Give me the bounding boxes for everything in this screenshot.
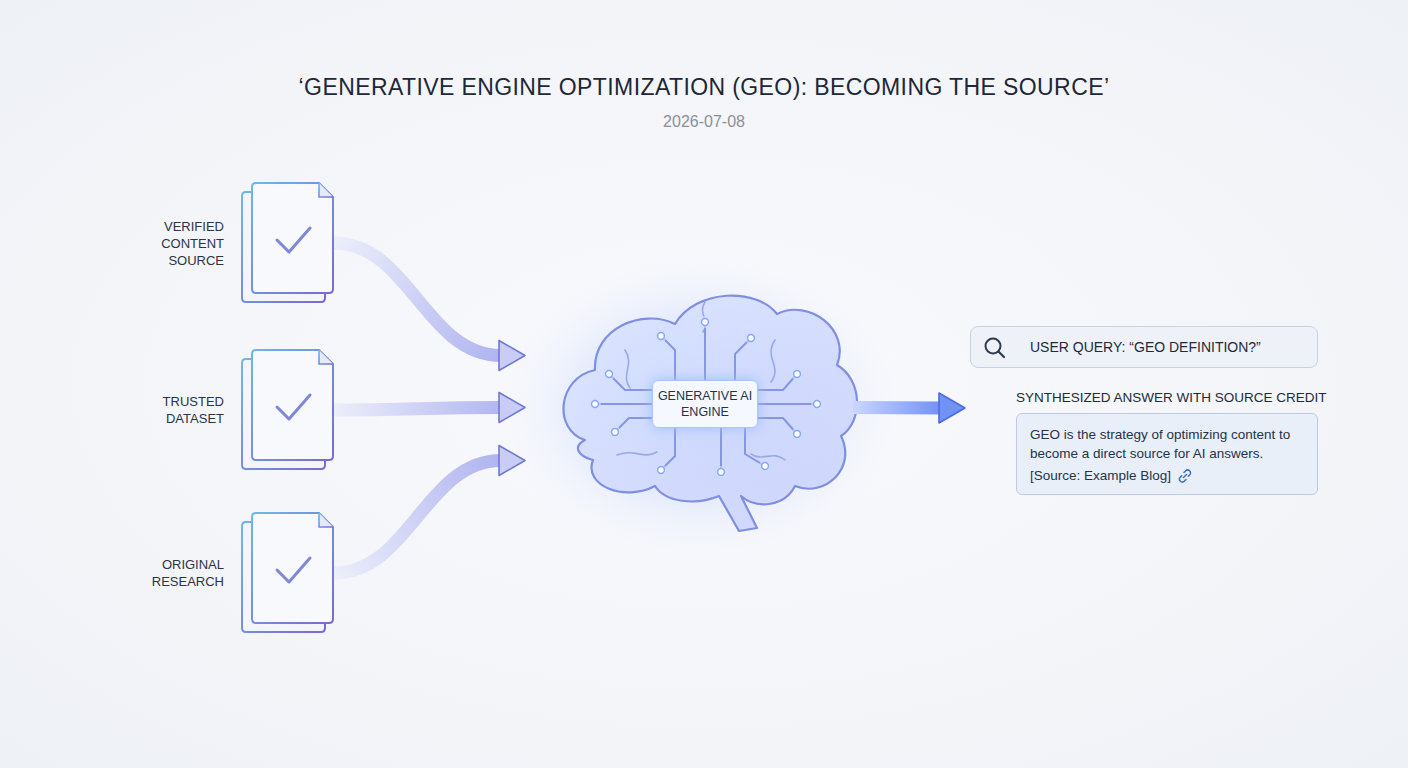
brain-outline xyxy=(563,296,857,531)
source-document: ORIGINAL RESEARCH xyxy=(242,513,334,633)
arrow-band xyxy=(334,243,501,356)
answer-box: SYNTHESIZED ANSWER WITH SOURCE CREDITGEO… xyxy=(965,385,1318,495)
circuit-dot xyxy=(612,429,619,436)
arrow-head xyxy=(499,446,525,476)
arrow-band xyxy=(853,401,941,415)
front-page xyxy=(252,350,333,460)
node-label: ORIGINAL RESEARCH xyxy=(148,556,224,590)
node-label: TRUSTED DATASET xyxy=(148,393,224,427)
document-icon xyxy=(242,183,334,303)
arrow-band xyxy=(334,461,501,574)
circuit-dot xyxy=(794,431,801,438)
arrow-head xyxy=(499,393,525,423)
source-credit: [Source: Example Blog] xyxy=(1030,467,1171,485)
document-icon xyxy=(242,513,334,633)
front-page xyxy=(252,513,333,623)
flow-arrow xyxy=(334,243,525,371)
source-document: TRUSTED DATASET xyxy=(242,350,334,470)
node-glow xyxy=(603,368,615,380)
arrow-head xyxy=(939,393,965,423)
node-glow xyxy=(589,398,601,410)
page-fold xyxy=(319,183,333,197)
node-label: GENERATIVE AI ENGINE xyxy=(652,380,758,428)
front-page xyxy=(252,183,333,293)
check-mark xyxy=(277,395,310,419)
node-label: USER QUERY: “GEO DEFINITION?” xyxy=(1030,338,1261,356)
circuit-trace xyxy=(758,403,817,405)
circuit-dot xyxy=(748,335,755,342)
node-glow xyxy=(811,398,823,410)
page-fold xyxy=(319,513,333,527)
circuit-dot xyxy=(718,469,725,476)
circuit-dot xyxy=(702,319,709,326)
circuit-trace xyxy=(758,374,797,390)
circuit-trace xyxy=(661,428,675,470)
link-icon xyxy=(1177,468,1193,484)
node-glow xyxy=(745,332,757,344)
source-line: [Source: Example Blog] xyxy=(1030,467,1193,485)
circuit-dot xyxy=(606,371,613,378)
date-label: 2026-07-08 xyxy=(0,112,1408,132)
node-text: GEO is the strategy of optimizing conten… xyxy=(1030,425,1302,463)
check-mark xyxy=(277,558,310,582)
ai-engine-brain: GENERATIVE AI ENGINE xyxy=(525,270,853,545)
brain-fold xyxy=(617,302,785,460)
circuit-trace xyxy=(609,374,652,390)
handle xyxy=(999,352,1005,358)
flow-arrow xyxy=(334,446,525,574)
flow-arrow xyxy=(334,393,525,423)
circuit-trace xyxy=(735,338,751,380)
source-document: VERIFIED CONTENT SOURCE xyxy=(242,183,334,303)
diagram-title: ‘GENERATIVE ENGINE OPTIMIZATION (GEO): B… xyxy=(0,73,1408,101)
circuit-dot xyxy=(814,401,821,408)
circuit-trace xyxy=(745,428,765,466)
circuit-trace xyxy=(720,428,722,472)
brain-glow xyxy=(500,257,900,557)
node-glow xyxy=(609,426,621,438)
node-glow xyxy=(759,460,771,472)
circuit-dot xyxy=(658,333,665,340)
circuit-dot xyxy=(794,371,801,378)
node-glow xyxy=(791,428,803,440)
node-glow xyxy=(699,316,711,328)
link-path xyxy=(1180,470,1191,482)
circuit-trace xyxy=(661,336,675,380)
circuit-trace xyxy=(704,322,706,380)
circuit-dot xyxy=(592,401,599,408)
circuit-dot xyxy=(762,463,769,470)
circuit-dot xyxy=(658,467,665,474)
node-glow xyxy=(715,466,727,478)
page-fold xyxy=(319,350,333,364)
arrow-head xyxy=(499,341,525,371)
circuit-trace xyxy=(758,418,797,434)
check-mark xyxy=(277,228,310,252)
circuit-trace xyxy=(595,403,652,405)
arrow-band xyxy=(334,408,501,411)
node-glow xyxy=(791,368,803,380)
query-box: USER QUERY: “GEO DEFINITION?” xyxy=(970,326,1318,368)
flow-arrow xyxy=(853,393,965,423)
node-glow xyxy=(655,330,667,342)
document-icon xyxy=(242,350,334,470)
node-label: VERIFIED CONTENT SOURCE xyxy=(148,218,224,269)
node-glow xyxy=(655,464,667,476)
node-label: SYNTHESIZED ANSWER WITH SOURCE CREDIT xyxy=(1016,389,1327,406)
